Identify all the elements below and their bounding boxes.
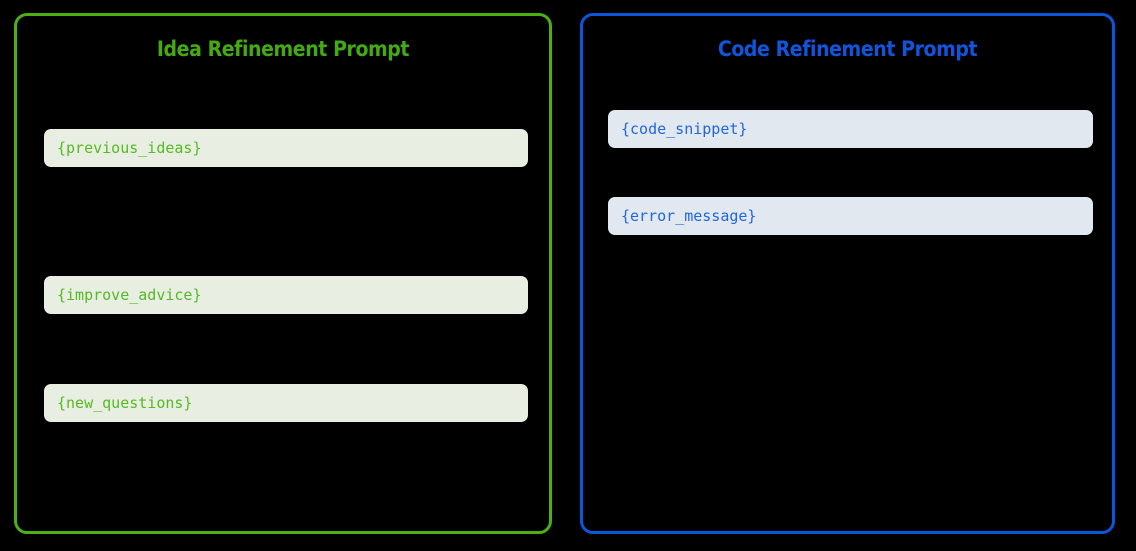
panel-code-title: Code Refinement Prompt (717, 37, 978, 61)
panel-idea-title: Idea Refinement Prompt (156, 37, 410, 61)
panel-code-refinement[interactable]: Code Refinement Prompt {code_snippet} {e… (580, 13, 1115, 534)
panel-idea-refinement[interactable]: Idea Refinement Prompt {previous_ideas} … (14, 13, 552, 534)
placeholder-error-message[interactable]: {error_message} (608, 197, 1093, 235)
placeholder-new-questions[interactable]: {new_questions} (44, 384, 528, 422)
placeholder-previous-ideas[interactable]: {previous_ideas} (44, 129, 528, 167)
placeholder-code-snippet[interactable]: {code_snippet} (608, 110, 1093, 148)
placeholder-improve-advice[interactable]: {improve_advice} (44, 276, 528, 314)
